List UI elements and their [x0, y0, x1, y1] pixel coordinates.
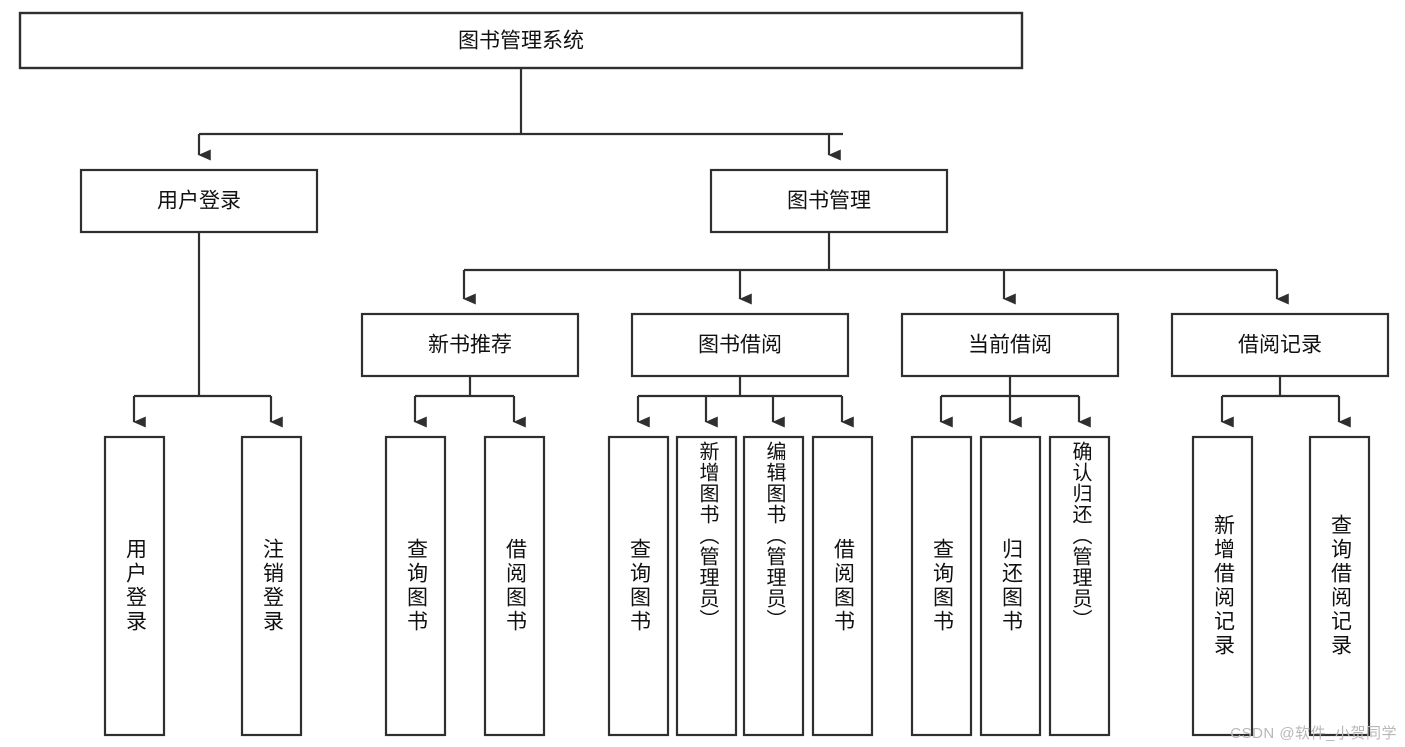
- csdn-watermark: CSDN @软件_小贺同学: [1230, 725, 1397, 742]
- leaf-query-book-current[interactable]: [910, 435, 973, 737]
- leaf-add-borrow-record[interactable]: [1191, 435, 1254, 737]
- node-user-login[interactable]: 用户登录: [79, 168, 319, 234]
- connector-bookmgmt-to-level3: [462, 232, 1289, 305]
- connector-borrowrecord-to-leaves: [1220, 376, 1351, 428]
- node-current-borrow[interactable]: 当前借阅: [900, 312, 1120, 378]
- leaf-query-borrow-record[interactable]: [1308, 435, 1371, 737]
- node-borrow-record-label: 借阅记录: [1238, 334, 1322, 357]
- connector-bookborrow-to-leaves: [636, 376, 854, 428]
- leaf-return-book[interactable]: [979, 435, 1042, 737]
- leaf-confirm-return-admin[interactable]: [1048, 435, 1111, 737]
- node-new-book-recommend[interactable]: 新书推荐: [360, 312, 580, 378]
- leaf-borrow-book[interactable]: [811, 435, 874, 737]
- leaf-query-book-borrow[interactable]: [607, 435, 670, 737]
- leaf-borrow-book-recommend[interactable]: [483, 435, 546, 737]
- node-book-management-label: 图书管理: [787, 190, 871, 213]
- connector-currentborrow-to-leaves: [939, 376, 1091, 428]
- leaf-edit-book-admin[interactable]: [742, 435, 805, 737]
- connector-root-to-level2: [197, 68, 843, 161]
- node-book-borrow-label: 图书借阅: [698, 334, 782, 357]
- node-borrow-record[interactable]: 借阅记录: [1170, 312, 1390, 378]
- node-user-login-label: 用户登录: [157, 190, 241, 213]
- node-new-book-recommend-label: 新书推荐: [428, 334, 512, 357]
- leaf-user-login[interactable]: [103, 435, 166, 737]
- connector-newbook-to-leaves: [413, 376, 526, 428]
- node-book-management[interactable]: 图书管理: [709, 168, 949, 234]
- node-book-borrow[interactable]: 图书借阅: [630, 312, 850, 378]
- leaf-logout[interactable]: [240, 435, 303, 737]
- node-root-label: 图书管理系统: [458, 30, 584, 53]
- leaf-query-book-recommend[interactable]: [384, 435, 447, 737]
- connector-userlogin-to-leaves: [132, 232, 283, 428]
- node-current-borrow-label: 当前借阅: [968, 334, 1052, 357]
- node-root[interactable]: 图书管理系统: [18, 11, 1024, 70]
- leaf-add-book-admin[interactable]: [675, 435, 738, 737]
